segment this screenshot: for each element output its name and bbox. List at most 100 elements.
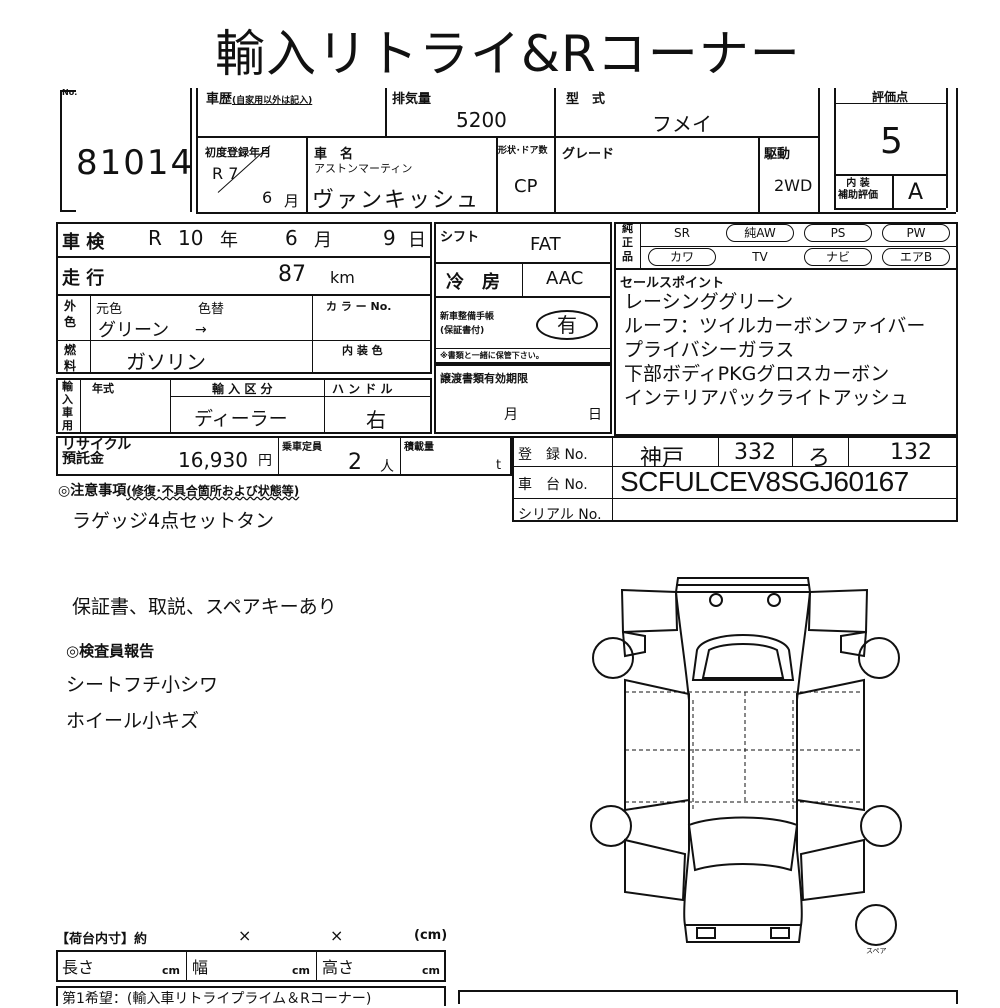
divider bbox=[80, 378, 81, 434]
sales-points-lines: レーシンググリーン ルーフ：ツイルカーボンファイバー プライバシーガラス 下部ボ… bbox=[624, 290, 925, 410]
divider bbox=[90, 294, 91, 374]
cargo-label: 【荷台内寸】約 bbox=[56, 932, 148, 947]
ac-value: AAC bbox=[546, 268, 584, 289]
capacity-value: 2 bbox=[348, 450, 362, 475]
divider bbox=[758, 136, 760, 212]
color-block bbox=[56, 294, 432, 374]
score-value: 5 bbox=[880, 121, 903, 162]
divider bbox=[385, 88, 387, 136]
divider bbox=[56, 340, 432, 341]
score-label: 評価点 bbox=[872, 90, 909, 104]
page-title: 輸入リトライ&Rコーナー bbox=[215, 25, 801, 83]
cargo-width-label: 幅 bbox=[192, 958, 209, 977]
divider bbox=[190, 88, 192, 212]
divider bbox=[848, 436, 849, 466]
no-label: No. bbox=[62, 88, 78, 97]
sales-point-line: 下部ボディPKGグロスカーボン bbox=[624, 363, 890, 385]
capacity-label: 乗車定員 bbox=[282, 442, 322, 453]
equipment-item: PS bbox=[804, 224, 872, 242]
divider bbox=[522, 262, 523, 298]
model-label: 型 式 bbox=[566, 92, 606, 107]
cargo-times: × bbox=[330, 926, 344, 945]
divider bbox=[496, 136, 498, 212]
divider bbox=[554, 88, 556, 212]
handle-label: ハ ン ド ル bbox=[332, 382, 393, 396]
notes-label: ◎注意事項(修復･不具合箇所および状態等) bbox=[58, 483, 300, 499]
sales-point-line: インテリアパックライトアッシュ bbox=[624, 387, 909, 409]
notes-line2: 保証書、取説、スペアキーあり bbox=[72, 596, 337, 618]
inspector-line: シートフチ小シワ bbox=[66, 674, 219, 696]
inspection-month: 6 bbox=[285, 226, 298, 250]
ac-label: 冷 房 bbox=[446, 272, 500, 293]
first-reg-month: 6 bbox=[262, 188, 273, 207]
cargo-cm: cm bbox=[162, 964, 180, 977]
registration-box bbox=[512, 436, 958, 522]
shape-door-label: 形状･ドア数 bbox=[498, 146, 548, 156]
equipment-label: 純正品 bbox=[622, 222, 633, 263]
exterior-changed-label: 色替 bbox=[198, 302, 225, 317]
divider bbox=[196, 212, 956, 214]
footer-right-box bbox=[458, 990, 958, 1004]
mileage-row bbox=[56, 256, 432, 296]
exterior-color: グリーン bbox=[98, 320, 170, 341]
cargo-times: × bbox=[238, 926, 252, 945]
recycle-value: 16,930 bbox=[178, 448, 248, 472]
equipment-item: エアB bbox=[882, 248, 950, 266]
mileage-label: 走 行 bbox=[62, 268, 105, 289]
cargo-cm: cm bbox=[292, 964, 310, 977]
inspector-label: ◎検査員報告 bbox=[66, 642, 155, 660]
shift-value: FAT bbox=[530, 234, 561, 255]
shape-door-value: CP bbox=[514, 176, 538, 197]
history-label: 車歴(自家用以外は記入) bbox=[206, 92, 313, 107]
divider bbox=[818, 88, 820, 212]
divider bbox=[306, 136, 308, 212]
shift-label: シフト bbox=[440, 230, 480, 245]
recycle-unit: 円 bbox=[258, 453, 272, 469]
no-bracket bbox=[60, 90, 76, 212]
sales-points-label: セールスポイント bbox=[620, 276, 725, 291]
grade-label: グレード bbox=[562, 147, 615, 162]
mileage-unit: km bbox=[330, 268, 355, 287]
registration-class: 332 bbox=[734, 440, 776, 465]
cargo-length-label: 長さ bbox=[62, 958, 95, 977]
equipment-item: カワ bbox=[648, 248, 716, 266]
registration-kana: ろ bbox=[808, 446, 831, 471]
no-value: 81014 bbox=[76, 143, 195, 183]
equipment-item: PW bbox=[882, 224, 950, 242]
equipment-item: TV bbox=[752, 250, 768, 264]
sales-point-line: レーシンググリーン bbox=[624, 291, 794, 313]
divider bbox=[434, 348, 612, 349]
recycle-label: リサイクル預託金 bbox=[62, 437, 132, 467]
registration-label: 登 録 No. bbox=[518, 447, 588, 463]
divider bbox=[278, 436, 279, 476]
divider bbox=[792, 436, 793, 466]
equipment-item: SR bbox=[674, 226, 690, 240]
fuel-label: 燃料 bbox=[64, 343, 77, 373]
import-year-label: 年式 bbox=[92, 382, 114, 395]
divider bbox=[196, 136, 818, 138]
divider bbox=[170, 396, 432, 397]
import-label: 輸入車用 bbox=[62, 380, 73, 432]
divider bbox=[512, 498, 958, 499]
sales-point-line: ルーフ：ツイルカーボンファイバー bbox=[624, 315, 926, 337]
chassis-label: 車 台 No. bbox=[518, 477, 588, 493]
inspection-day: 9 bbox=[383, 226, 396, 250]
divider bbox=[946, 88, 948, 208]
drive-label: 駆動 bbox=[764, 147, 791, 162]
maintenance-value: 有 bbox=[536, 310, 598, 340]
load-label: 積載量 bbox=[404, 442, 434, 453]
equipment-item: 純AW bbox=[726, 224, 794, 242]
inspection-month-unit: 月 bbox=[314, 230, 332, 251]
import-block bbox=[56, 378, 432, 434]
first-reg-label: 初度登録年月 bbox=[205, 146, 271, 159]
mileage-value: 87 bbox=[278, 262, 306, 287]
divider bbox=[324, 378, 325, 434]
sales-points-box bbox=[614, 268, 958, 436]
divider bbox=[316, 950, 317, 982]
handle-value: 右 bbox=[366, 408, 386, 432]
exterior-label: 外色 bbox=[64, 299, 77, 329]
inspector-line: ホイール小キズ bbox=[66, 710, 200, 732]
import-category-label: 輸 入 区 分 bbox=[212, 382, 273, 396]
transfer-label: 譲渡書類有効期限 bbox=[440, 372, 528, 385]
